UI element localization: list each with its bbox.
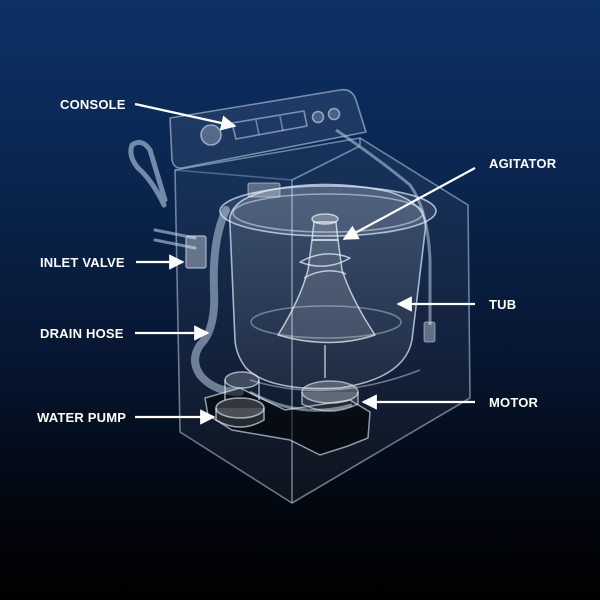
inlet-valve-label: INLET VALVE <box>40 255 125 270</box>
water-pump-label: WATER PUMP <box>37 410 127 425</box>
power-cord <box>335 128 432 325</box>
motor-label: MOTOR <box>489 395 539 410</box>
console-panel <box>169 88 367 169</box>
tub-shape <box>219 183 437 392</box>
leader-lines <box>134 102 476 425</box>
tub-label: TUB <box>489 297 517 312</box>
lid-switch <box>247 182 281 198</box>
console-leader <box>134 102 237 131</box>
agitator-shape <box>277 213 376 378</box>
motor-shape <box>204 380 371 456</box>
agitator-leader <box>342 167 476 240</box>
console-label: CONSOLE <box>60 97 126 112</box>
agitator-label: AGITATOR <box>489 156 557 171</box>
drain-hose-label: DRAIN HOSE <box>40 326 124 341</box>
drain-hose-shape <box>191 206 244 396</box>
console-dial <box>200 124 222 146</box>
inlet-valve-body <box>185 235 207 269</box>
water-pump-shape <box>215 371 265 428</box>
